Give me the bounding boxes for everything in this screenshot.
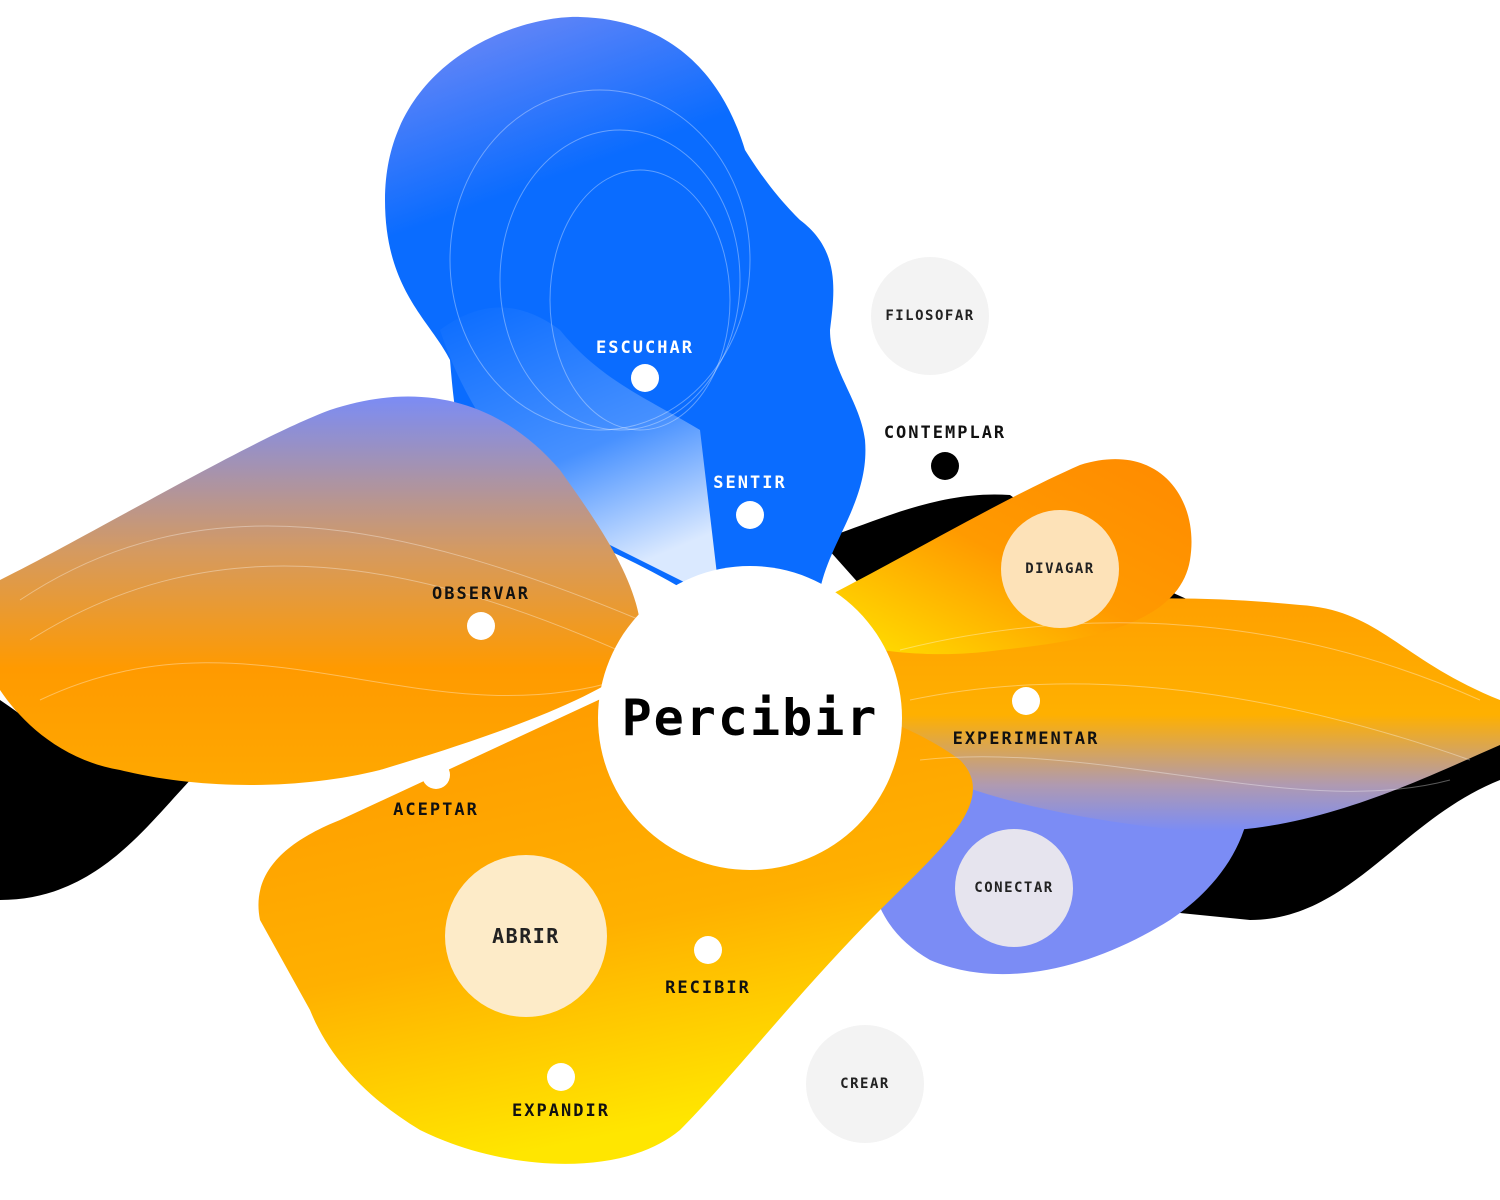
node-label-escuchar: ESCUCHAR xyxy=(596,338,694,358)
node-dot-expandir[interactable] xyxy=(547,1063,575,1091)
black-shape-left xyxy=(0,700,200,900)
node-dot-experimentar[interactable] xyxy=(1012,687,1040,715)
orange-blob-right xyxy=(880,598,1500,832)
node-dot-escuchar[interactable] xyxy=(631,364,659,392)
node-conectar[interactable]: CONECTAR xyxy=(955,829,1073,947)
orange-blob-left xyxy=(0,396,642,785)
node-label-contemplar: CONTEMPLAR xyxy=(883,423,1007,443)
node-label-experimentar: EXPERIMENTAR xyxy=(952,729,1100,749)
node-divagar[interactable]: DIVAGAR xyxy=(1001,510,1119,628)
node-label-expandir: EXPANDIR xyxy=(512,1101,610,1121)
node-filosofar[interactable]: FILOSOFAR xyxy=(871,257,989,375)
node-dot-aceptar[interactable] xyxy=(422,761,450,789)
node-dot-sentir[interactable] xyxy=(736,501,764,529)
central-node-label: Percibir xyxy=(621,689,879,747)
wave-lines xyxy=(19,89,1481,792)
node-label-observar: OBSERVAR xyxy=(432,584,530,604)
node-label: CREAR xyxy=(840,1076,890,1092)
node-dot-observar[interactable] xyxy=(467,612,495,640)
node-label-sentir: SENTIR xyxy=(713,473,787,493)
central-node-percibir[interactable]: Percibir xyxy=(598,566,902,870)
node-label: DIVAGAR xyxy=(1025,561,1095,577)
node-dot-recibir[interactable] xyxy=(694,936,722,964)
node-label: FILOSOFAR xyxy=(885,308,975,324)
node-label: CONECTAR xyxy=(974,880,1054,896)
node-label: ABRIR xyxy=(492,924,560,948)
node-crear[interactable]: CREAR xyxy=(806,1025,924,1143)
node-label-recibir: RECIBIR xyxy=(665,978,751,998)
node-dot-contemplar[interactable] xyxy=(931,452,959,480)
node-abrir[interactable]: ABRIR xyxy=(445,855,607,1017)
node-label-aceptar: ACEPTAR xyxy=(393,800,479,820)
